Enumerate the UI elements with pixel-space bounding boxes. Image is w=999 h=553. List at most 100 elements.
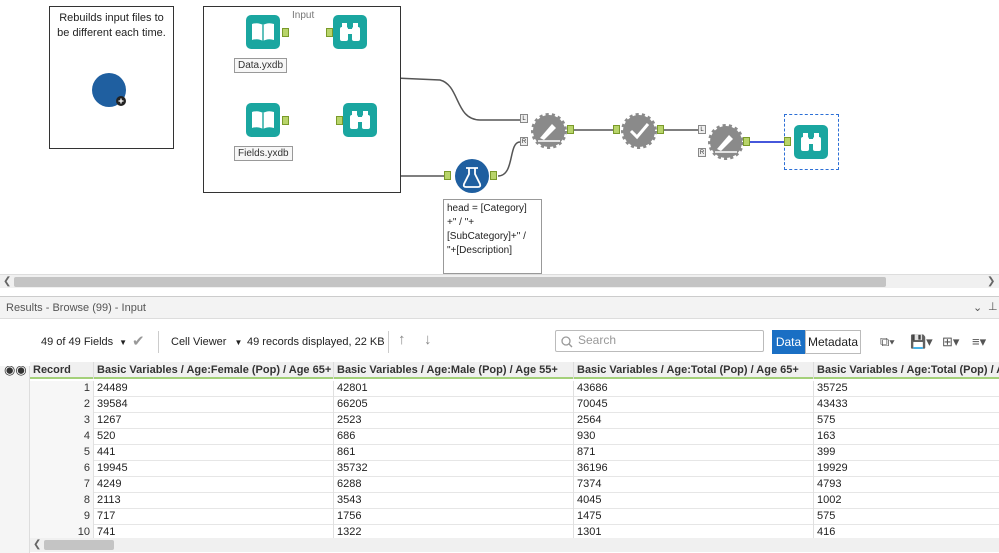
metadata-tab-button[interactable]: Metadata bbox=[805, 330, 861, 354]
arrow-up-icon[interactable]: ↑ bbox=[398, 331, 406, 348]
records-summary: 49 records displayed, 22 KB bbox=[247, 330, 385, 354]
output-anchor[interactable] bbox=[490, 171, 497, 180]
table-row[interactable]: 2 39584 66205 70045 43433 bbox=[30, 397, 999, 413]
test-tool[interactable] bbox=[620, 112, 658, 150]
dynamic-rename-tool-2[interactable] bbox=[707, 123, 745, 161]
record-number: 3 bbox=[30, 413, 94, 429]
menu-icon[interactable]: ≡▾ bbox=[972, 334, 986, 350]
column-header[interactable]: Basic Variables / Age:Total (Pop) / Age … bbox=[574, 362, 814, 379]
table-cell[interactable]: 520 bbox=[94, 429, 334, 445]
table-cell[interactable]: 42801 bbox=[334, 381, 574, 397]
comment-box[interactable]: Rebuilds input files to be different eac… bbox=[49, 6, 174, 149]
input-anchor[interactable] bbox=[613, 125, 620, 134]
column-header[interactable]: Basic Variables / Age:Male (Pop) / Age 5… bbox=[334, 362, 574, 379]
data-input-tool[interactable] bbox=[246, 15, 280, 49]
table-cell[interactable]: 1267 bbox=[94, 413, 334, 429]
table-row[interactable]: 9 717 1756 1475 575 bbox=[30, 509, 999, 525]
table-cell[interactable]: 66205 bbox=[334, 397, 574, 413]
input-anchor[interactable] bbox=[784, 137, 791, 146]
table-row[interactable]: 8 2113 3543 4045 1002 bbox=[30, 493, 999, 509]
fields-selector[interactable]: 49 of 49 Fields ▼ bbox=[41, 330, 127, 354]
pin-icon[interactable]: ⊥ bbox=[988, 300, 998, 313]
input-anchor[interactable] bbox=[326, 28, 333, 37]
table-cell[interactable]: 70045 bbox=[574, 397, 814, 413]
table-cell[interactable]: 6288 bbox=[334, 477, 574, 493]
chevron-down-icon[interactable]: ⌄ bbox=[973, 301, 982, 314]
table-cell[interactable]: 35725 bbox=[814, 381, 999, 397]
input-anchor[interactable] bbox=[336, 116, 343, 125]
viewer-selector[interactable]: Cell Viewer ▼ bbox=[171, 330, 242, 354]
table-cell[interactable]: 1002 bbox=[814, 493, 999, 509]
search-input[interactable]: Search bbox=[555, 330, 764, 352]
table-cell[interactable]: 163 bbox=[814, 429, 999, 445]
output-anchor[interactable] bbox=[282, 28, 289, 37]
macro-dot-icon[interactable] bbox=[90, 71, 130, 111]
table-cell[interactable]: 24489 bbox=[94, 381, 334, 397]
table-cell[interactable]: 3543 bbox=[334, 493, 574, 509]
table-cell[interactable]: 2113 bbox=[94, 493, 334, 509]
scrollbar-thumb[interactable] bbox=[14, 277, 886, 287]
table-cell[interactable]: 39584 bbox=[94, 397, 334, 413]
table-cell[interactable]: 2564 bbox=[574, 413, 814, 429]
table-cell[interactable]: 4249 bbox=[94, 477, 334, 493]
arrow-down-icon[interactable]: ↓ bbox=[424, 331, 432, 348]
table-cell[interactable]: 36196 bbox=[574, 461, 814, 477]
save-icon[interactable]: 💾▾ bbox=[910, 334, 933, 350]
column-header[interactable]: Basic Variables / Age:Female (Pop) / Age… bbox=[94, 362, 334, 379]
input-container[interactable]: Input bbox=[203, 6, 401, 193]
dynamic-rename-tool-1[interactable] bbox=[530, 112, 568, 150]
table-cell[interactable]: 717 bbox=[94, 509, 334, 525]
table-cell[interactable]: 19945 bbox=[94, 461, 334, 477]
copy-icon[interactable]: ⧉▾ bbox=[880, 334, 895, 350]
table-cell[interactable]: 4793 bbox=[814, 477, 999, 493]
table-cell[interactable]: 2523 bbox=[334, 413, 574, 429]
browse-tool-99[interactable] bbox=[794, 125, 828, 159]
checkmark-icon[interactable]: ✔ bbox=[132, 332, 145, 350]
formula-tool[interactable] bbox=[454, 158, 490, 194]
canvas-horizontal-scrollbar[interactable]: ❮ ❯ bbox=[0, 274, 999, 288]
scrollbar-thumb[interactable] bbox=[44, 540, 114, 550]
output-anchor[interactable] bbox=[743, 137, 750, 146]
scroll-left-arrow-icon[interactable]: ❮ bbox=[33, 539, 41, 550]
table-cell[interactable]: 43686 bbox=[574, 381, 814, 397]
column-header[interactable]: Basic Variables / Age:Total (Pop) / Age bbox=[814, 362, 999, 379]
input-anchor[interactable] bbox=[444, 171, 451, 180]
table-cell[interactable]: 399 bbox=[814, 445, 999, 461]
table-row[interactable]: 7 4249 6288 7374 4793 bbox=[30, 477, 999, 493]
output-anchor[interactable] bbox=[282, 116, 289, 125]
dropdown-arrow-icon: ▼ bbox=[234, 338, 242, 347]
data-tab-button[interactable]: Data bbox=[772, 330, 805, 354]
table-row[interactable]: 1 24489 42801 43686 35725 bbox=[30, 381, 999, 397]
table-cell[interactable]: 861 bbox=[334, 445, 574, 461]
table-cell[interactable]: 686 bbox=[334, 429, 574, 445]
table-row[interactable]: 3 1267 2523 2564 575 bbox=[30, 413, 999, 429]
grid-horizontal-scrollbar[interactable]: ❮ bbox=[30, 538, 999, 552]
table-cell[interactable]: 871 bbox=[574, 445, 814, 461]
table-row[interactable]: 4 520 686 930 163 bbox=[30, 429, 999, 445]
table-cell[interactable]: 930 bbox=[574, 429, 814, 445]
table-row[interactable]: 5 441 861 871 399 bbox=[30, 445, 999, 461]
table-cell[interactable]: 35732 bbox=[334, 461, 574, 477]
scroll-left-arrow-icon[interactable]: ❮ bbox=[3, 276, 11, 287]
table-cell[interactable]: 43433 bbox=[814, 397, 999, 413]
table-cell[interactable]: 4045 bbox=[574, 493, 814, 509]
table-cell[interactable]: 19929 bbox=[814, 461, 999, 477]
output-anchor[interactable] bbox=[567, 125, 574, 134]
add-column-icon[interactable]: ⊞▾ bbox=[942, 334, 959, 350]
table-cell[interactable]: 7374 bbox=[574, 477, 814, 493]
divider bbox=[158, 331, 159, 353]
table-row[interactable]: 6 19945 35732 36196 19929 bbox=[30, 461, 999, 477]
viewer-selector-label: Cell Viewer bbox=[171, 336, 226, 348]
table-cell[interactable]: 1475 bbox=[574, 509, 814, 525]
workflow-canvas[interactable]: Rebuilds input files to be different eac… bbox=[0, 0, 999, 274]
scroll-right-arrow-icon[interactable]: ❯ bbox=[987, 276, 995, 287]
output-anchor[interactable] bbox=[657, 125, 664, 134]
table-cell[interactable]: 575 bbox=[814, 509, 999, 525]
table-cell[interactable]: 1756 bbox=[334, 509, 574, 525]
table-cell[interactable]: 441 bbox=[94, 445, 334, 461]
column-header[interactable]: Record bbox=[30, 362, 94, 379]
fields-input-tool[interactable] bbox=[246, 103, 280, 137]
browse-tool-2[interactable] bbox=[343, 103, 377, 137]
table-cell[interactable]: 575 bbox=[814, 413, 999, 429]
browse-tool-1[interactable] bbox=[333, 15, 367, 49]
